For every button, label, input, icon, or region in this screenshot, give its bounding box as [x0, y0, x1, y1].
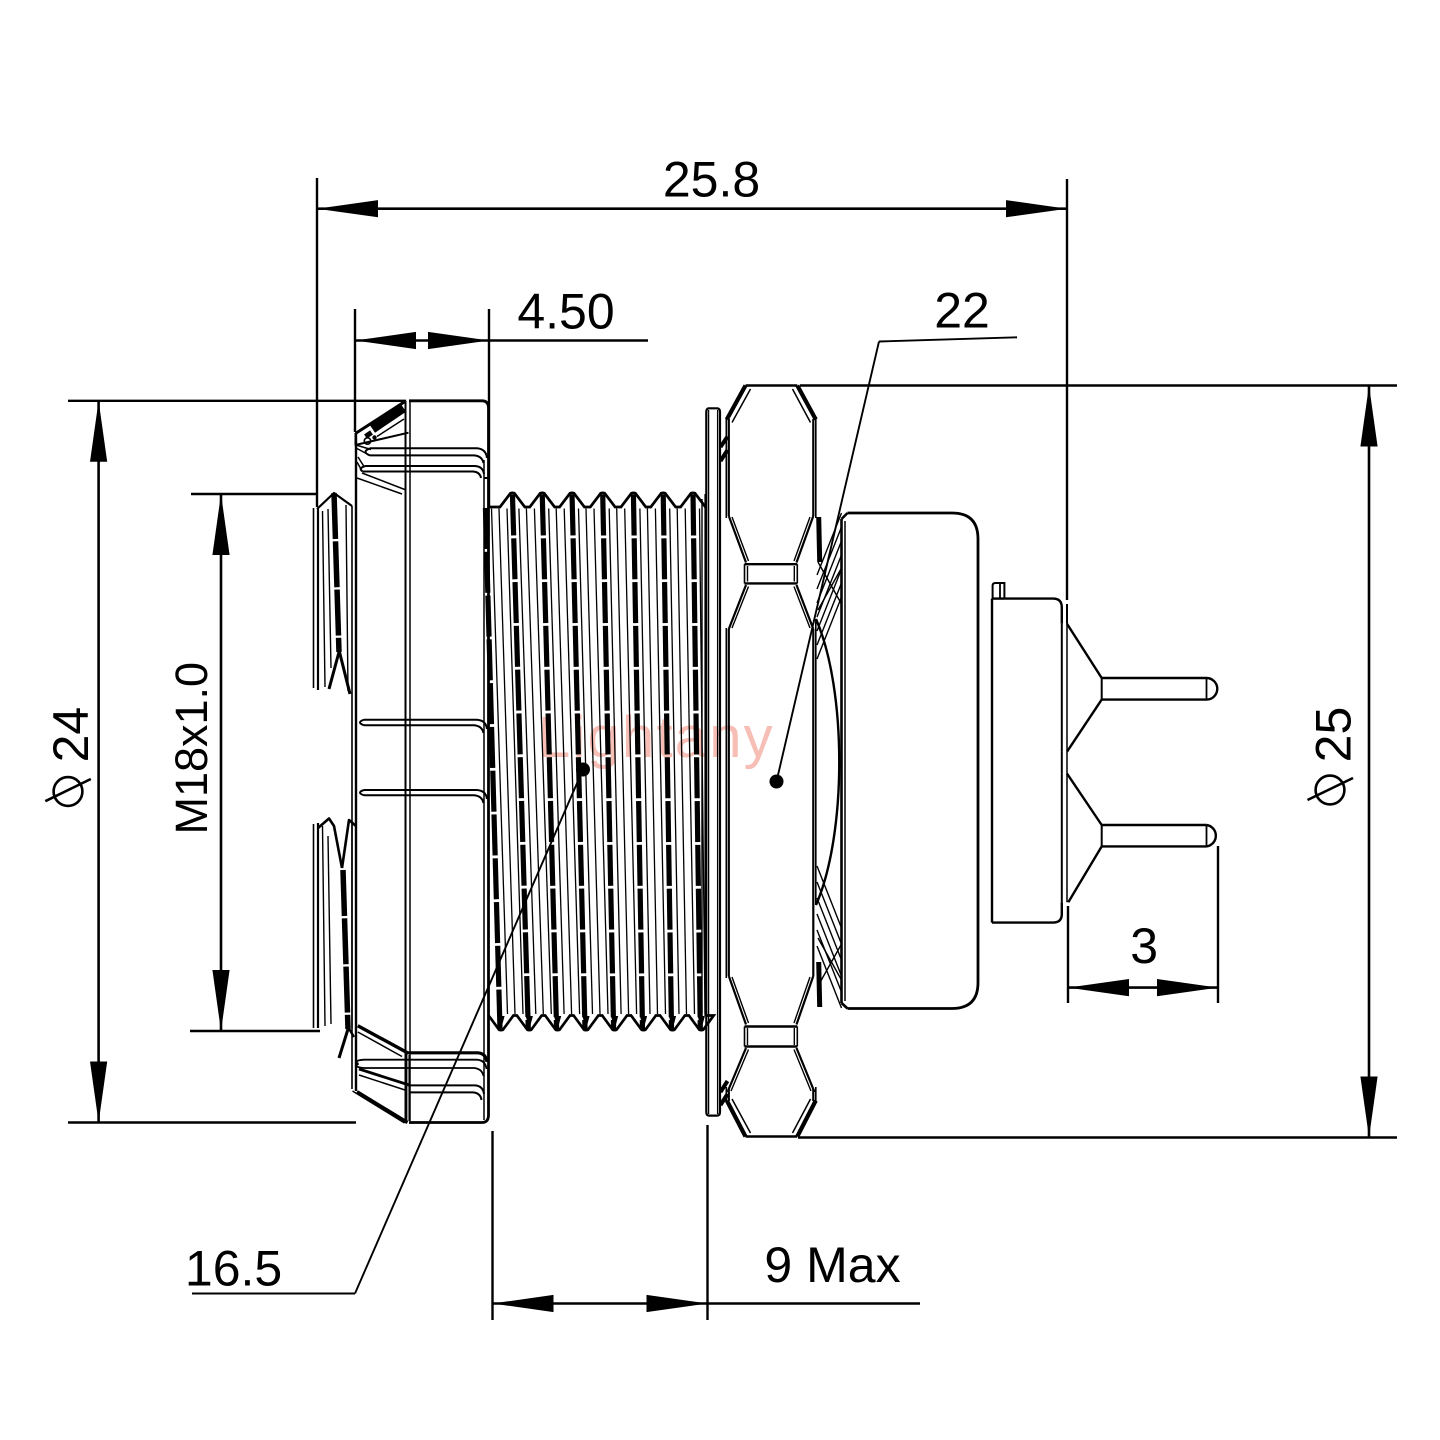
svg-text:25: 25	[1306, 707, 1362, 763]
svg-text:3: 3	[1130, 918, 1158, 974]
svg-text:9 Max: 9 Max	[764, 1237, 900, 1293]
svg-text:M18x1.0: M18x1.0	[166, 662, 217, 835]
svg-text:25.8: 25.8	[663, 151, 760, 207]
svg-text:16.5: 16.5	[185, 1241, 282, 1297]
svg-text:22: 22	[934, 283, 990, 339]
svg-text:24: 24	[43, 707, 99, 763]
svg-text:4.50: 4.50	[517, 283, 614, 339]
svg-text:Lightany: Lightany	[538, 705, 775, 770]
